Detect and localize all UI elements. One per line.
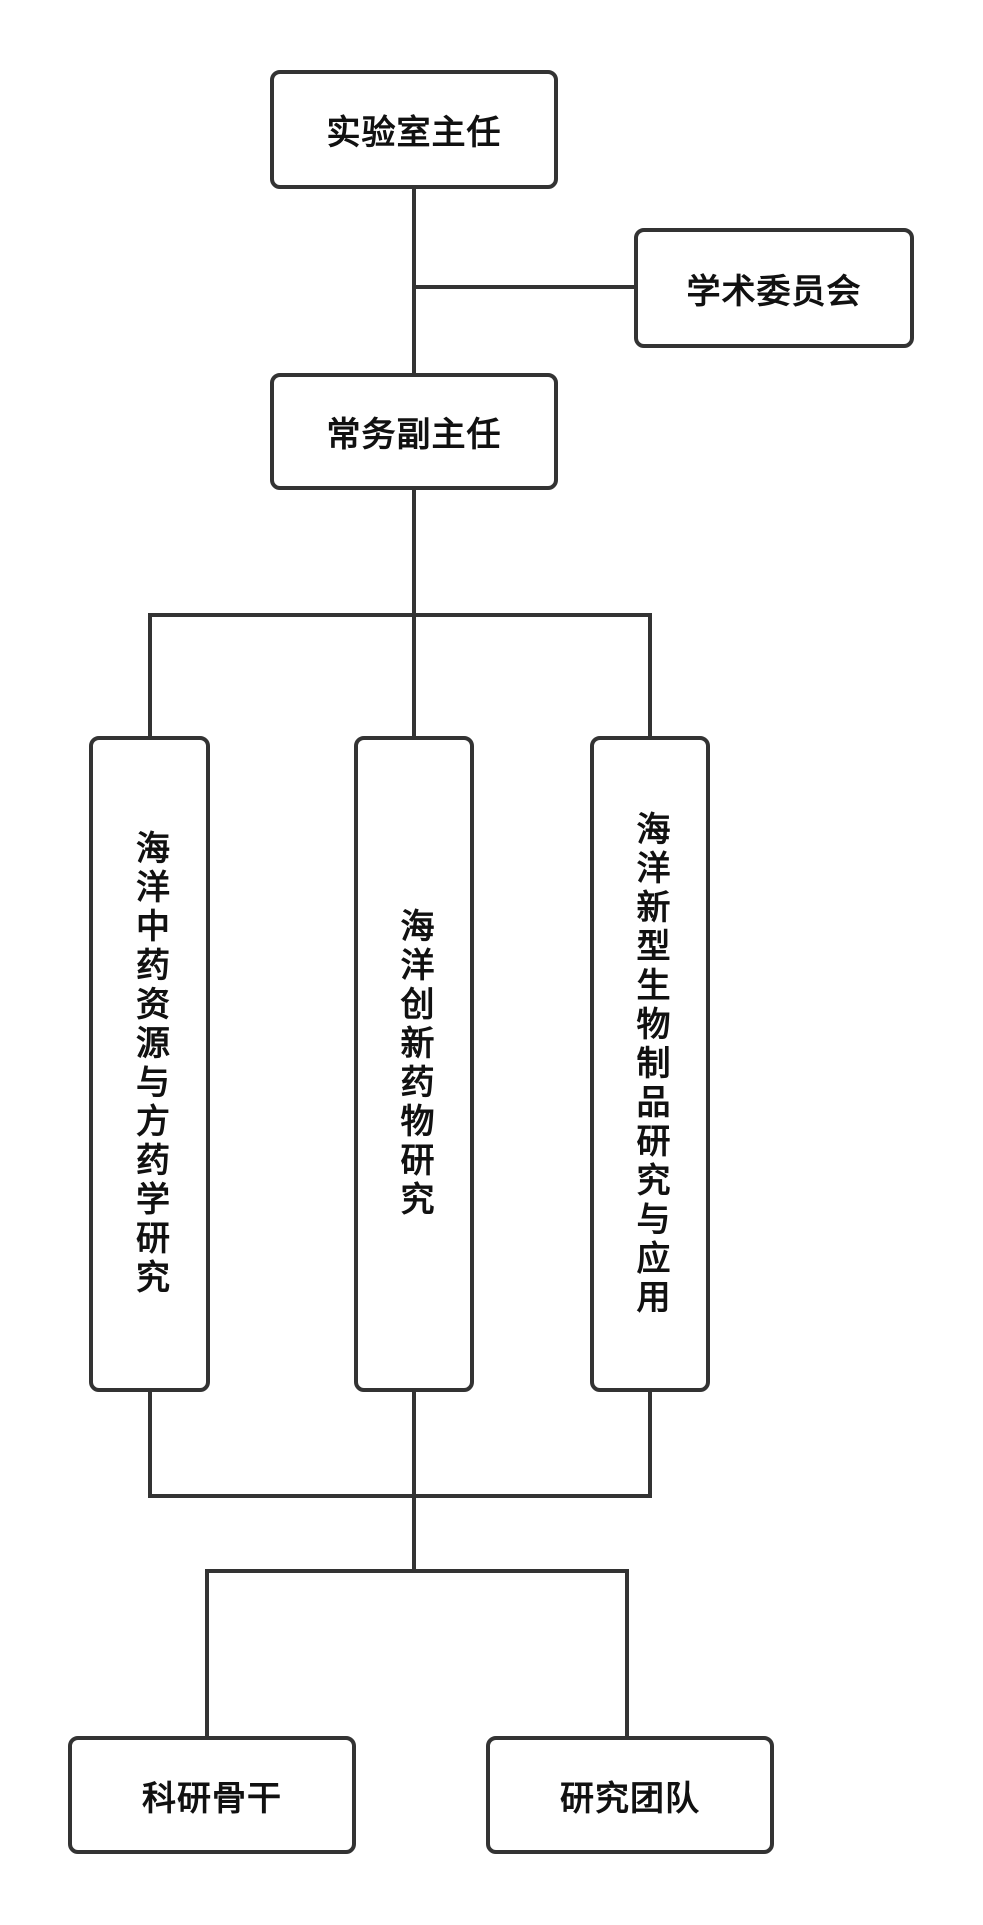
node-division-tcm-label: 海洋中药资源与方药学研究 <box>129 830 170 1298</box>
connector-to-research-backbone <box>205 1569 209 1738</box>
connector-bottom-bus <box>148 1494 652 1498</box>
node-division-drug-label: 海洋创新药物研究 <box>394 908 434 1220</box>
node-division-bio-label: 海洋新型生物制品研究与应用 <box>630 810 670 1318</box>
node-director: 实验室主任 <box>270 70 558 189</box>
node-division-tcm: 海洋中药资源与方药学研究 <box>89 736 210 1392</box>
connector-to-division-tcm <box>148 613 152 738</box>
connector-to-research-team <box>625 1569 629 1738</box>
node-division-bio: 海洋新型生物制品研究与应用 <box>590 736 710 1392</box>
node-executive-deputy-director: 常务副主任 <box>270 373 558 490</box>
node-academic-committee: 学术委员会 <box>634 228 914 348</box>
node-research-backbone-label: 科研骨干 <box>142 1778 282 1819</box>
connector-to-division-bio <box>648 613 652 738</box>
node-director-label: 实验室主任 <box>326 113 502 153</box>
node-academic-committee-label: 学术委员会 <box>686 271 862 312</box>
node-research-backbone: 科研骨干 <box>68 1736 356 1854</box>
connector-from-division-bio <box>648 1390 652 1497</box>
connector-from-division-tcm <box>148 1390 152 1497</box>
node-research-team: 研究团队 <box>486 1736 774 1854</box>
connector-lower-bus <box>205 1569 629 1573</box>
connector-committee-branch <box>414 285 636 289</box>
connector-top-bus <box>148 613 652 617</box>
connector-from-division-drug <box>412 1390 416 1572</box>
node-executive-deputy-director-label: 常务副主任 <box>326 415 502 455</box>
node-division-drug: 海洋创新药物研究 <box>354 736 474 1392</box>
node-research-team-label: 研究团队 <box>560 1778 700 1819</box>
connector-director-to-deputy <box>412 187 416 375</box>
